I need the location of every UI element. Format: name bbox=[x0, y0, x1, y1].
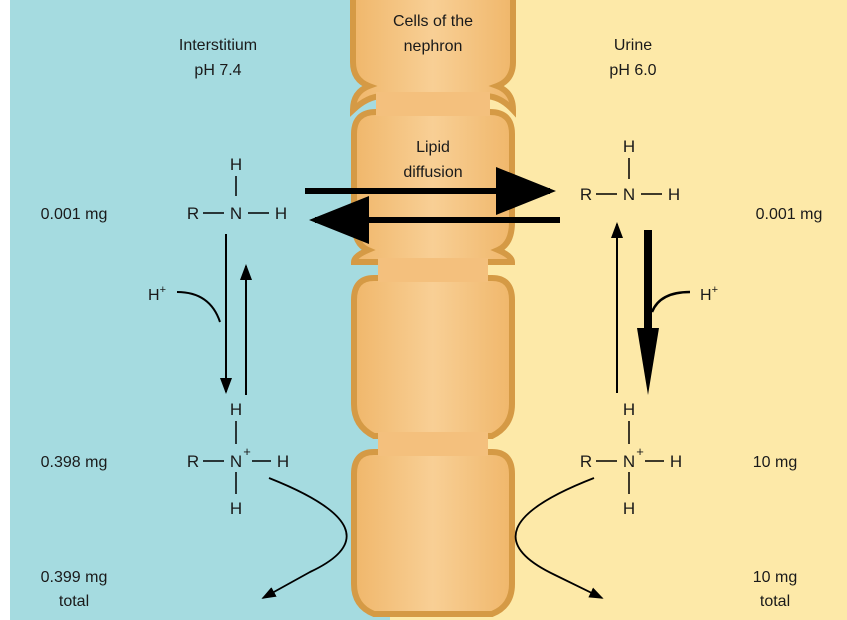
atom-r: R bbox=[187, 204, 199, 223]
proton-curve bbox=[176, 291, 221, 323]
left-margin bbox=[0, 0, 10, 620]
interstitium-total-line1: 0.399 mg bbox=[41, 569, 108, 586]
urine-charged-molecule: H R N + H H bbox=[580, 400, 682, 518]
urine-uncharged-amount: 0.001 mg bbox=[756, 206, 823, 223]
interstitium-background bbox=[10, 0, 390, 620]
interstitium-title-line2: pH 7.4 bbox=[194, 62, 241, 79]
interstitium-total-line2: total bbox=[59, 593, 89, 610]
atom-h: H bbox=[230, 155, 242, 174]
interstitium-title-line1: Interstitium bbox=[179, 37, 257, 54]
urine-title-line1: Urine bbox=[614, 37, 652, 54]
atom-h: H bbox=[670, 452, 682, 471]
atom-h: H bbox=[277, 452, 289, 471]
interstitium-uncharged-amount: 0.001 mg bbox=[41, 206, 108, 223]
atom-n: N bbox=[623, 185, 635, 204]
interstitium-uncharged-molecule: H R N H bbox=[187, 155, 287, 223]
interstitium-charged-molecule: H R N + H H bbox=[187, 400, 289, 518]
atom-n: N bbox=[230, 452, 242, 471]
atom-h: H bbox=[668, 185, 680, 204]
proton-label-interstitium: H+ bbox=[148, 284, 166, 304]
diffusion-label-line2: diffusion bbox=[403, 164, 462, 181]
diffusion-label-line1: Lipid bbox=[416, 139, 450, 156]
cells-label-line2: nephron bbox=[404, 38, 463, 55]
urine-uncharged-molecule: H R N H bbox=[580, 137, 680, 204]
cells-label-line1: Cells of the bbox=[393, 13, 473, 30]
urine-charged-amount: 10 mg bbox=[753, 454, 797, 471]
cell-4 bbox=[351, 449, 515, 617]
urine-trapping-curve bbox=[514, 477, 604, 599]
urine-proton-curve bbox=[650, 290, 691, 313]
interstitium-trapping-curve bbox=[261, 477, 348, 599]
charge-plus: + bbox=[636, 444, 644, 459]
urine-title-line2: pH 6.0 bbox=[609, 62, 656, 79]
atom-r: R bbox=[187, 452, 199, 471]
atom-h: H bbox=[623, 400, 635, 419]
cell-joint bbox=[376, 92, 490, 116]
atom-h: H bbox=[623, 499, 635, 518]
proton-label-urine: H+ bbox=[700, 284, 718, 304]
atom-h: H bbox=[230, 400, 242, 419]
atom-n: N bbox=[230, 204, 242, 223]
atom-r: R bbox=[580, 185, 592, 204]
urine-protonation-arrowhead bbox=[637, 328, 659, 395]
urine-total-line2: total bbox=[760, 593, 790, 610]
atom-r: R bbox=[580, 452, 592, 471]
cell-2 bbox=[350, 109, 516, 265]
atom-h: H bbox=[230, 499, 242, 518]
charge-plus: + bbox=[243, 444, 251, 459]
nephron-cells bbox=[349, 0, 517, 617]
atom-n: N bbox=[623, 452, 635, 471]
cell-joint bbox=[378, 258, 488, 282]
interstitium-charged-amount: 0.398 mg bbox=[41, 454, 108, 471]
atom-h: H bbox=[623, 137, 635, 156]
cell-joint bbox=[378, 432, 488, 456]
cell-3 bbox=[351, 275, 515, 439]
urine-total-line1: 10 mg bbox=[753, 569, 797, 586]
atom-h: H bbox=[275, 204, 287, 223]
